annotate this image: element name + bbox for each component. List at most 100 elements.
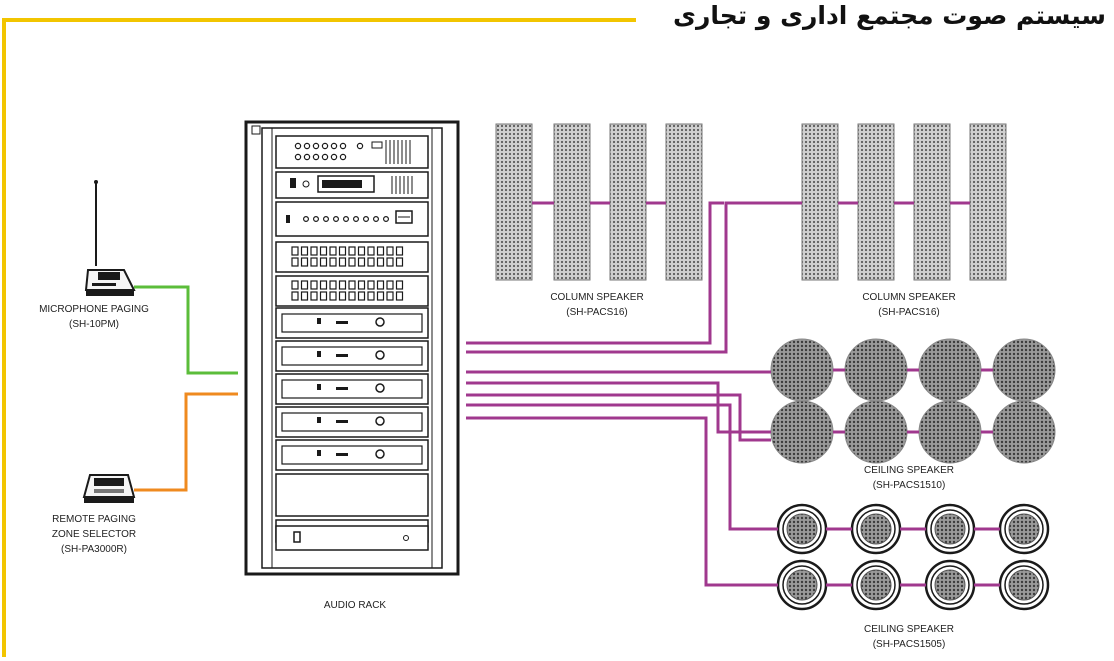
knob-icon (313, 216, 320, 223)
knob-icon (303, 142, 311, 150)
ceiling-speaker-1510 (992, 400, 1056, 464)
zone-button (300, 280, 309, 290)
amp-badge (336, 354, 348, 357)
column-speaker (553, 123, 591, 281)
zone-button (300, 246, 309, 256)
zone-button (291, 257, 299, 267)
rack-unit (275, 340, 429, 372)
volume-knob-icon (375, 416, 385, 426)
speaker-grille (860, 569, 892, 601)
volume-knob-icon (375, 350, 385, 360)
zone-button (386, 246, 394, 256)
zone-button (348, 291, 356, 301)
ceiling-speaker-1510 (844, 400, 908, 464)
speaker-grille (786, 513, 818, 545)
zone-button (310, 280, 318, 290)
label-line: AUDIO RACK (323, 600, 387, 611)
zone-button (329, 291, 337, 301)
rack-unit (275, 525, 429, 551)
display-icon (371, 141, 383, 149)
zone-button (357, 280, 366, 290)
zone-button (395, 291, 404, 301)
label-line: (SH-PACS1505) (872, 639, 946, 650)
remote-paging-label: REMOTE PAGING ZONE SELECTOR (SH-PA3000R) (20, 512, 168, 557)
rack-unit (275, 307, 429, 339)
ceiling-speaker-1510-label: CEILING SPEAKER (SH-PACS1510) (834, 463, 984, 493)
knob-icon (343, 216, 350, 223)
zone-button (367, 257, 375, 267)
knob-icon (356, 142, 364, 150)
knob-icon (339, 142, 347, 150)
knob-icon (339, 153, 347, 161)
amp-badge (336, 453, 348, 456)
amp-faceplate (281, 412, 423, 432)
column-speaker (969, 123, 1007, 281)
amp-badge (336, 420, 348, 423)
rack-output-cable (466, 393, 771, 442)
ceiling-speaker-1510 (918, 338, 982, 402)
knob-icon (353, 216, 360, 223)
amp-switch-icon (317, 351, 321, 357)
knob-icon (333, 216, 340, 223)
zone-button (376, 280, 385, 290)
amp-faceplate (281, 445, 423, 465)
rack-unit-panel (275, 406, 429, 438)
zone-button (357, 246, 366, 256)
audio-rack-label: AUDIO RACK (290, 598, 420, 613)
zone-button (291, 291, 299, 301)
remote-paging-device (82, 474, 136, 503)
rack-output-cable (466, 381, 771, 434)
zone-button (319, 257, 328, 267)
zone-button (395, 246, 404, 256)
rack-unit-panel (275, 439, 429, 471)
zone-button (310, 257, 318, 267)
remote-cable (134, 392, 238, 492)
zone-button (386, 257, 394, 267)
knob-icon (383, 216, 390, 223)
ceiling-speaker-1510 (918, 400, 982, 464)
amp-faceplate (281, 313, 423, 333)
ceiling-speaker-1510 (992, 338, 1056, 402)
display-icon (395, 210, 413, 224)
rack-unit-panel (275, 135, 429, 169)
zone-button (348, 246, 356, 256)
frame-border (2, 18, 636, 657)
zone-button (329, 257, 337, 267)
ceiling-speakers (770, 338, 1056, 611)
rack-unit (275, 241, 429, 273)
speaker-ring (856, 509, 896, 549)
amp-badge (336, 387, 348, 390)
zone-button (300, 291, 309, 301)
speaker-ring (930, 509, 970, 549)
zone-button (338, 257, 347, 267)
zone-button (310, 291, 318, 301)
rack-output-cable (466, 201, 802, 354)
speaker-grille (934, 569, 966, 601)
power-switch-icon (293, 531, 301, 543)
rack-output-cable (466, 416, 778, 587)
tuner-screen (322, 180, 362, 188)
zone-button (386, 291, 394, 301)
ceiling-speaker-1510 (770, 400, 834, 464)
diagram-title: سیستم صوت مجتمع اداری و تجاری (673, 1, 1106, 30)
zone-button (376, 257, 385, 267)
rack-unit (275, 473, 429, 517)
knob-icon (294, 153, 302, 161)
speaker-grille (1008, 513, 1040, 545)
rack-unit-panel (275, 201, 429, 237)
column-speaker (609, 123, 647, 281)
rack-unit-panel (275, 340, 429, 372)
ceiling-speaker-1505 (850, 559, 902, 611)
speaker-ring (856, 565, 896, 605)
zone-button (386, 280, 394, 290)
knob-icon (373, 216, 380, 223)
power-led-icon (403, 535, 409, 541)
label-line: CEILING SPEAKER (863, 624, 955, 635)
speaker-grille (934, 513, 966, 545)
label-line: (SH-PACS16) (566, 307, 628, 318)
knob-icon (321, 142, 329, 150)
zone-button (319, 246, 328, 256)
ceiling-speaker-1510 (844, 338, 908, 402)
